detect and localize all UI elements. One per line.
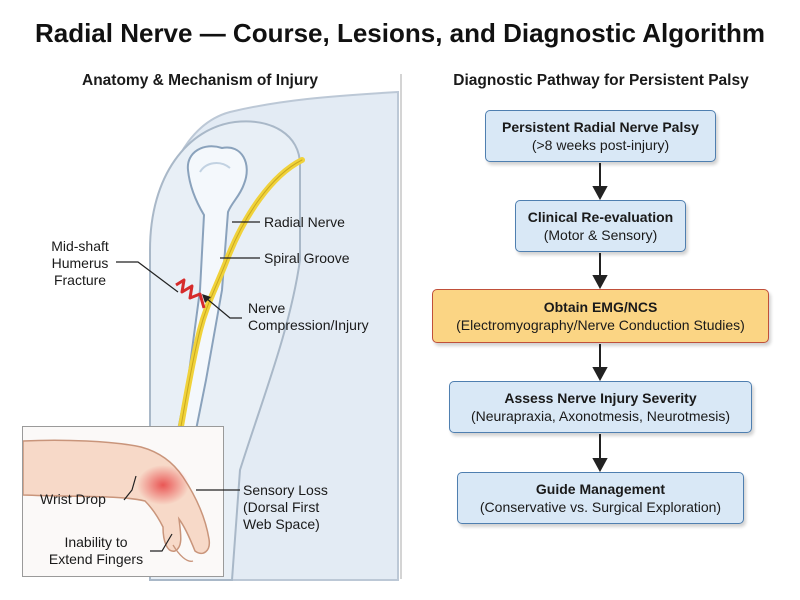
inset-leaders [123, 475, 240, 552]
step-guide-management: Guide Management (Conservative vs. Surgi… [457, 472, 744, 524]
fracture-line [175, 278, 206, 309]
spiral-groove-label: Spiral Groove [264, 250, 350, 266]
fracture-label: Mid-shaft Humerus Fracture [51, 238, 109, 288]
radial-nerve-label: Radial Nerve [264, 214, 345, 230]
wrist-drop-label: Wrist Drop [40, 491, 106, 507]
step-clinical-reevaluation: Clinical Re-evaluation (Motor & Sensory) [515, 200, 686, 252]
anatomy-panel-heading: Anatomy & Mechanism of Injury [82, 72, 318, 89]
hand-illustration [23, 439, 211, 562]
nerve-compression-label: Nerve Compression/Injury [248, 300, 369, 333]
step-persistent-palsy: Persistent Radial Nerve Palsy (>8 weeks … [485, 110, 716, 162]
page-title: Radial Nerve — Course, Lesions, and Diag… [34, 18, 766, 48]
sensory-loss-label: Sensory Loss (Dorsal First Web Space) [243, 482, 328, 532]
step-assess-severity: Assess Nerve Injury Severity (Neurapraxi… [449, 381, 752, 433]
pathway-panel-heading: Diagnostic Pathway for Persistent Palsy [453, 72, 749, 89]
step-obtain-emg-ncs: Obtain EMG/NCS (Electromyography/Nerve C… [432, 289, 769, 343]
leader-fracture [116, 261, 179, 293]
finger-extension-label: Inability to Extend Fingers [48, 534, 144, 567]
leader-compression [205, 297, 242, 319]
panel-divider [400, 74, 402, 579]
wrist-drop-inset [22, 426, 224, 577]
